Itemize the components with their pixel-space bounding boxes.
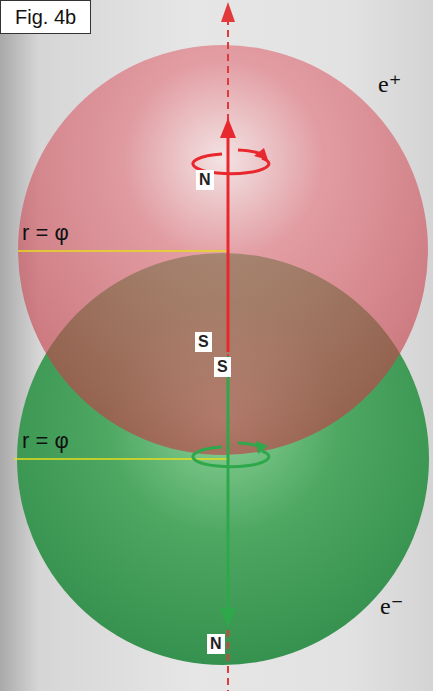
sphere-outline [16,252,430,666]
figure-title: Fig. 4b [0,0,91,34]
radius-label: r = φ [22,222,69,244]
axis-arrowhead [221,2,235,22]
particle-label: e⁻ [380,594,403,618]
spin-arrow [227,134,230,352]
positron-sphere: e⁺ [17,44,429,456]
radius-label: r = φ [22,430,69,452]
particle-label: e⁺ [378,72,401,96]
sphere-outline [17,44,429,456]
spin-arrow [227,356,230,612]
pole-label: S [214,357,231,377]
electron-sphere: e⁻ [16,252,430,666]
radius-line [18,250,228,252]
pole-label: S [195,332,212,352]
pole-label: N [196,170,214,190]
pole-label: N [207,634,225,654]
